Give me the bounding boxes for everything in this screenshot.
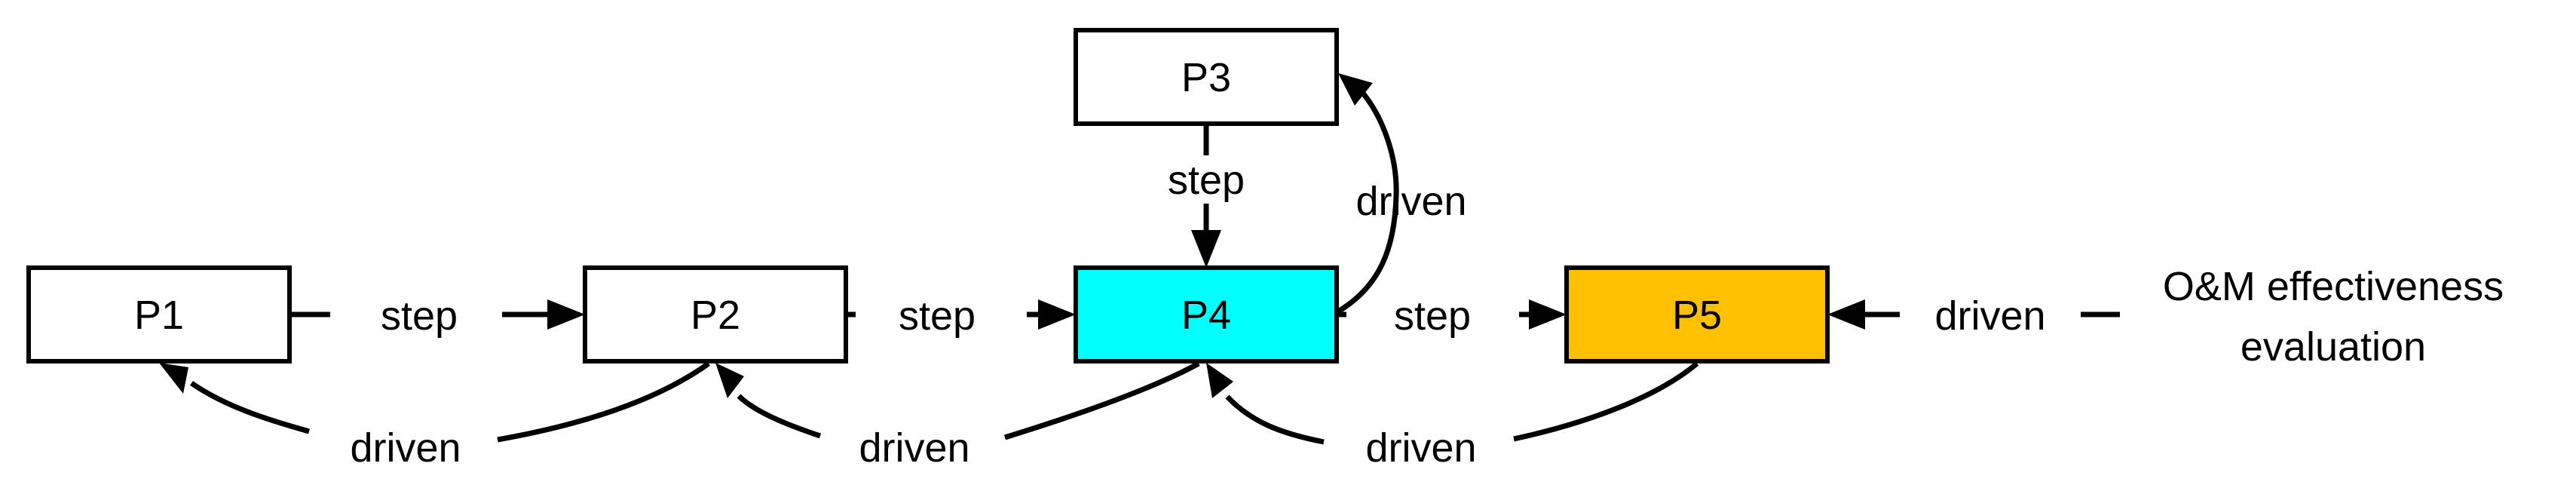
- edge-p2-p1-curve-b: [497, 361, 711, 443]
- edge-eval-p5-arrowhead: [1827, 299, 1865, 330]
- edge-p4-p2-driven: driven: [715, 360, 1200, 471]
- node-p1: P1: [26, 265, 292, 364]
- edge-p4-p5-arrowhead: [1529, 299, 1567, 330]
- node-p2: P2: [583, 265, 848, 364]
- edge-p4-p5-label: step: [1394, 293, 1471, 339]
- edge-p4-p3-label: driven: [1355, 179, 1466, 224]
- edge-p5-p4-curve-b: [1513, 361, 1699, 442]
- edge-p4-p2-label: driven: [859, 425, 969, 471]
- node-p4: P4: [1074, 265, 1339, 364]
- edge-p5-p4-label: driven: [1365, 425, 1476, 471]
- edge-p1-p2-arrowhead: [547, 299, 585, 330]
- edge-p4-p2-curve-a: [737, 394, 822, 439]
- edge-p4-p3-driven: driven: [1337, 73, 1467, 314]
- node-p3: P3: [1074, 28, 1339, 126]
- edge-p4-p2-curve-b: [1003, 360, 1200, 440]
- edge-eval-p5-driven: driven: [1827, 293, 2120, 339]
- edge-p5-p4-curve-a: [1225, 394, 1325, 445]
- edge-p2-p1-arrowhead: [159, 363, 188, 394]
- edge-p2-p1-label: driven: [350, 425, 461, 471]
- edge-p4-p2-arrowhead: [715, 363, 744, 398]
- edge-p5-p4-driven: driven: [1206, 361, 1699, 471]
- external-evaluation: O&M effectiveness evaluation: [2163, 264, 2504, 370]
- edge-p2-p1-driven: driven: [159, 361, 711, 471]
- edge-p3-p4-arrowhead: [1191, 230, 1221, 268]
- node-p3-label: P3: [1181, 55, 1231, 100]
- edge-p1-p2-label: step: [381, 293, 458, 339]
- node-p1-label: P1: [134, 293, 184, 338]
- edge-p2-p4-arrowhead: [1038, 299, 1076, 330]
- node-p5: P5: [1564, 265, 1830, 364]
- node-p2-label: P2: [691, 293, 740, 338]
- edge-p2-p4-step: step: [846, 293, 1076, 339]
- edge-p4-p3-arrowhead: [1338, 73, 1373, 106]
- external-evaluation-line2: evaluation: [2241, 324, 2426, 370]
- edge-p2-p1-curve-a: [190, 381, 310, 434]
- edge-p1-p2-step: step: [289, 293, 585, 339]
- edge-p3-p4-step: step: [1168, 124, 1245, 268]
- edge-p5-p4-arrowhead: [1206, 363, 1233, 398]
- node-p5-box: [1564, 265, 1830, 364]
- edge-p4-p3-curve: [1337, 88, 1399, 314]
- edge-p3-p4-label: step: [1168, 158, 1245, 203]
- node-p5-label: P5: [1672, 293, 1722, 338]
- node-p2-box: [583, 265, 848, 364]
- external-evaluation-line1: O&M effectiveness: [2163, 264, 2504, 309]
- edge-p2-p4-label: step: [899, 293, 976, 339]
- node-p1-box: [26, 265, 292, 364]
- edge-p4-p5-step: step: [1337, 293, 1567, 339]
- edge-eval-p5-label: driven: [1934, 293, 2045, 339]
- node-p4-label: P4: [1181, 293, 1231, 338]
